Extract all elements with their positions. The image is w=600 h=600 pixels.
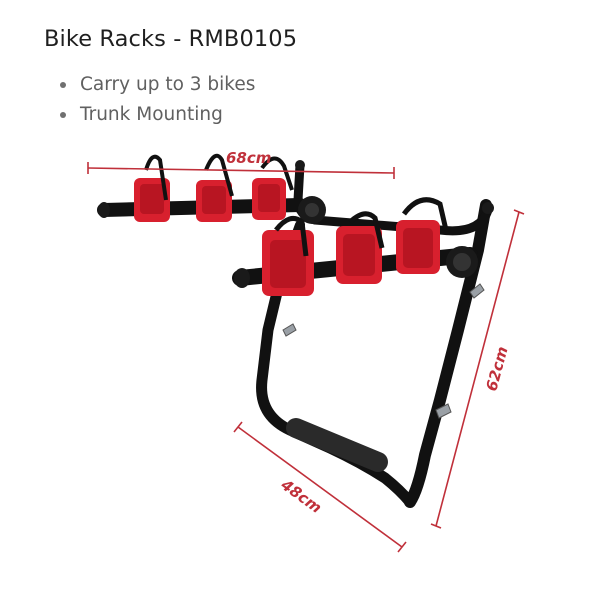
hinge-knob — [298, 196, 326, 224]
foam-pad — [286, 418, 388, 472]
feature-text: Trunk Mounting — [80, 104, 223, 125]
product-title: Bike Racks - RMB0105 — [44, 26, 298, 52]
bar-end-cap — [98, 202, 110, 218]
bike-cradle — [396, 197, 449, 274]
bar-end-cap — [234, 268, 250, 288]
dimension-label-height: 62cm — [482, 345, 511, 394]
bike-cradle — [336, 211, 385, 284]
dimension-label-width: 68cm — [226, 149, 271, 167]
frame-top-cap — [482, 202, 494, 214]
dimension-line-height — [430, 209, 525, 529]
dimension-line-depth — [233, 421, 407, 553]
feature-text: Carry up to 3 bikes — [80, 74, 256, 95]
feature-list: Carry up to 3 bikes Trunk Mounting — [60, 70, 255, 130]
bike-cradle — [134, 154, 170, 222]
bike-cradle — [196, 153, 234, 222]
feature-item: Trunk Mounting — [60, 100, 255, 130]
bullet-icon — [60, 82, 66, 88]
hinge-knob — [446, 246, 478, 278]
feature-item: Carry up to 3 bikes — [60, 70, 255, 100]
strap-hook — [282, 283, 485, 419]
bike-cradle — [262, 215, 314, 296]
dimension-label-depth: 48cm — [277, 475, 325, 517]
dimension-line-width — [87, 162, 395, 179]
bike-cradle — [252, 156, 294, 220]
frame-top-cap — [295, 160, 305, 170]
product-image: 68cm 62cm 48cm — [87, 149, 525, 553]
bullet-icon — [60, 112, 66, 118]
